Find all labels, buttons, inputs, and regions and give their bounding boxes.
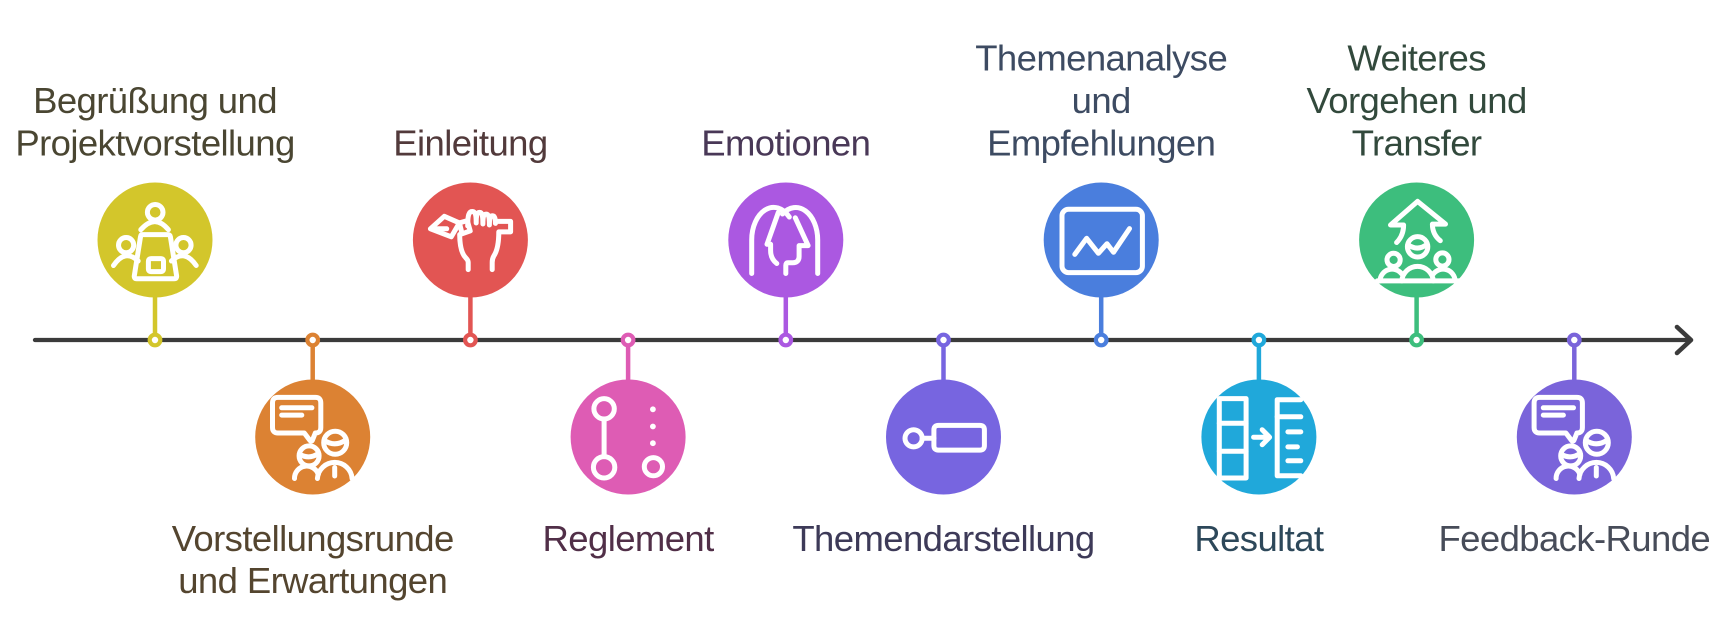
svg-text:Transfer: Transfer bbox=[1352, 123, 1482, 164]
svg-text:Weiteres: Weiteres bbox=[1347, 38, 1486, 79]
svg-text:Themendarstellung: Themendarstellung bbox=[792, 518, 1094, 559]
svg-text:und Erwartungen: und Erwartungen bbox=[178, 560, 447, 601]
svg-text:Feedback-Runde: Feedback-Runde bbox=[1438, 518, 1710, 559]
svg-text:Vorstellungsrunde: Vorstellungsrunde bbox=[172, 518, 454, 559]
svg-text:Projektvorstellung: Projektvorstellung bbox=[15, 123, 294, 164]
svg-text:Emotionen: Emotionen bbox=[701, 123, 870, 164]
svg-text:und: und bbox=[1072, 80, 1131, 121]
svg-text:Vorgehen und: Vorgehen und bbox=[1307, 80, 1527, 121]
svg-text:Empfehlungen: Empfehlungen bbox=[987, 123, 1215, 164]
svg-text:Resultat: Resultat bbox=[1194, 518, 1324, 559]
svg-text:Begrüßung und: Begrüßung und bbox=[33, 80, 277, 121]
svg-text:Einleitung: Einleitung bbox=[393, 123, 547, 164]
svg-text:Reglement: Reglement bbox=[543, 518, 715, 559]
svg-text:Themenanalyse: Themenanalyse bbox=[975, 38, 1227, 79]
